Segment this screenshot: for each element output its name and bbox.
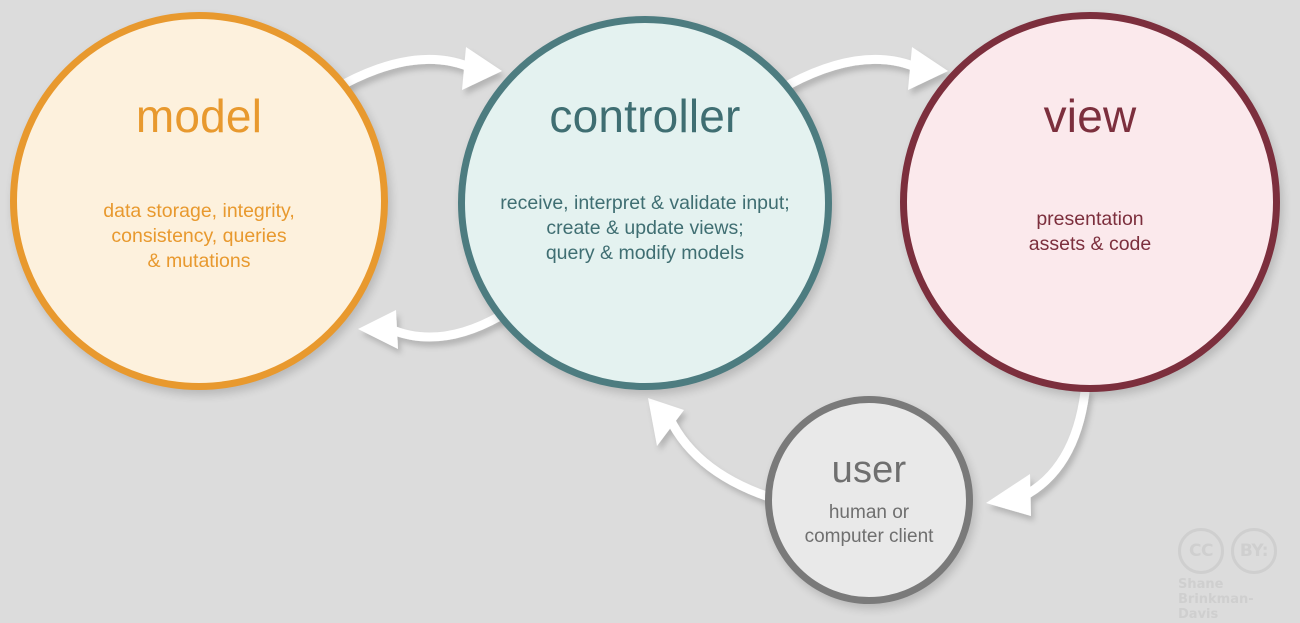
node-model-title: model	[135, 90, 263, 142]
arrow-view-to-user	[986, 387, 1090, 516]
node-controller[interactable]: controller receive, interpret & validate…	[458, 16, 832, 390]
node-view[interactable]: view presentation assets & code	[900, 12, 1280, 392]
node-user[interactable]: user human or computer client	[765, 396, 973, 604]
creative-commons-badge: CC BY: Shane Brinkman-Davis	[1178, 528, 1290, 622]
arrow-user-to-controller	[648, 398, 774, 502]
cc-by-icon: BY:	[1231, 528, 1277, 574]
arrow-model-to-controller	[339, 47, 502, 90]
arrow-controller-to-model	[358, 310, 505, 349]
author-credit: Shane Brinkman-Davis	[1178, 577, 1290, 623]
cc-marks: CC BY:	[1178, 528, 1290, 574]
node-controller-title: controller	[549, 90, 741, 142]
node-model-description: data storage, integrity, consistency, qu…	[103, 200, 295, 272]
arrow-controller-to-view	[785, 47, 948, 90]
cc-icon: CC	[1178, 528, 1224, 574]
node-model[interactable]: model data storage, integrity, consisten…	[10, 12, 388, 390]
node-user-description: human or computer client	[804, 502, 934, 548]
author-credit-line-1: Shane	[1178, 577, 1224, 592]
node-view-description: presentation assets & code	[1028, 208, 1152, 255]
node-controller-description: receive, interpret & validate input; cre…	[500, 192, 790, 264]
node-user-title: user	[831, 449, 907, 491]
node-view-title: view	[1043, 90, 1137, 142]
author-credit-line-2: Brinkman-Davis	[1178, 591, 1254, 622]
